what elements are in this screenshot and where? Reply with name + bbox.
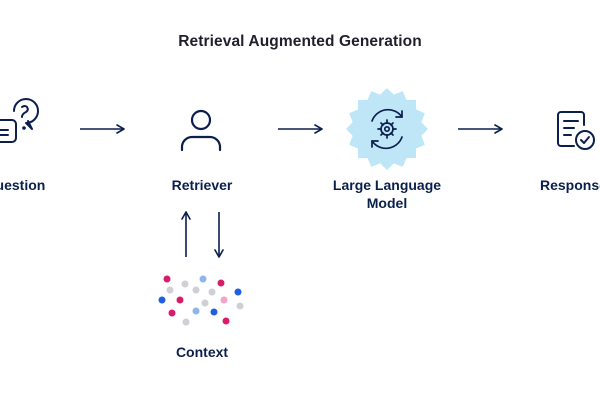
diagram-title: Retrieval Augmented Generation [178,33,422,50]
dot-cluster-icon [158,275,244,326]
response-label: Response [540,177,600,193]
llm-label-line1: Large Language [332,177,442,193]
user-icon [180,109,222,152]
gear-refresh-icon [346,88,428,170]
document-check-icon [557,111,595,150]
context-label: Context [175,344,229,360]
llm-label-line2: Model [366,195,408,211]
question-chat-icon [0,98,39,143]
retriever-label: Retriever [171,177,233,193]
question-label: Question [0,177,46,193]
